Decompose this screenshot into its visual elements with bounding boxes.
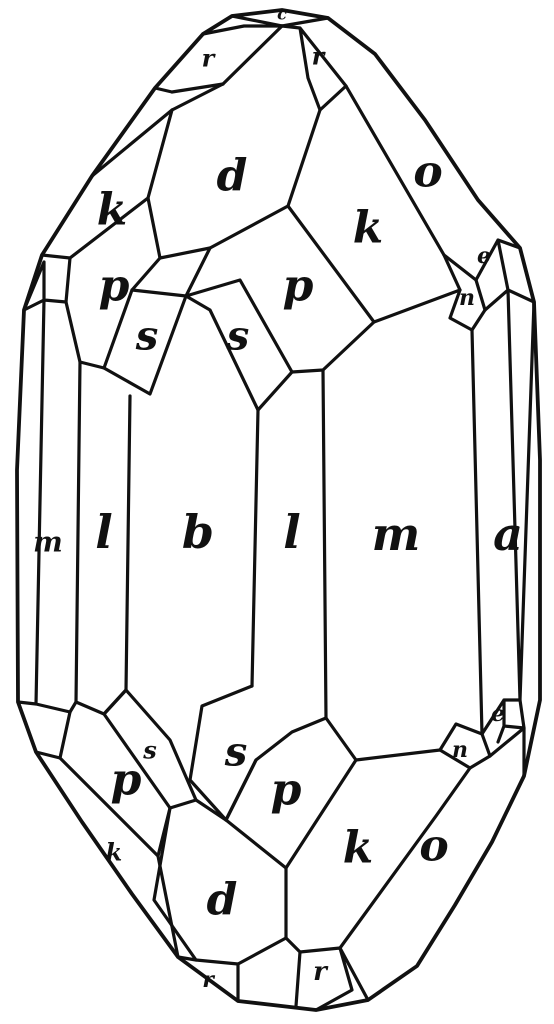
edge-k-bottom-left [34,750,180,959]
label-top-s-left: s [135,313,159,360]
label-b: b [182,505,214,559]
label-top-r-right: r [312,42,327,71]
label-top-n: n [459,285,475,311]
label-bottom-k-left: k [106,838,123,867]
label-top-o: o [413,147,442,198]
label-top-e: e [477,243,491,269]
label-l-right: l [283,505,300,559]
label-m-front: m [372,507,421,561]
label-bottom-p-left: p [111,755,142,806]
edge-r-right [280,24,348,112]
label-bottom-d: d [207,875,238,926]
label-bottom-r-right: r [313,957,329,987]
label-bottom-o: o [419,821,448,872]
label-a: a [493,507,523,561]
label-bottom-n: n [452,737,468,763]
edge-d-bottom [152,798,288,966]
crystal-edges [15,8,542,1012]
label-bottom-s-left: s [142,736,157,765]
label-bottom-e: e [491,701,505,727]
edge-p-top-right [184,246,376,374]
label-top-k-left: k [97,185,128,236]
edge-s-top-left [102,288,188,396]
label-top-d: d [217,151,248,202]
edge-s-top-right [184,294,294,412]
edge-s-bottom-center [188,684,328,822]
edge-l-center [250,408,260,688]
edge-p-top-left [64,256,162,370]
edge-m-left [16,260,72,714]
edge-p-bottom-left [58,710,172,858]
label-bottom-r-left: r [202,967,215,993]
edge-r-left-side [221,24,284,86]
label-bottom-p-right: p [271,765,302,816]
label-top-r-left: r [202,44,217,73]
edge-e-bottom [480,698,526,758]
label-bottom-k-right: k [343,823,374,874]
edge-l-left [68,360,82,714]
edge-m-center [321,368,328,720]
edge-n-top [442,253,487,332]
face-labels: c r r d k k o e n p p s s m l b l m a e … [33,5,523,994]
label-top-s-right: s [226,313,250,360]
label-m-left: m [33,526,63,559]
label-top-k-right: k [353,203,384,254]
edge-r-left [153,24,284,94]
edge-a-right [506,288,536,702]
label-top-p-left: p [99,261,130,312]
label-l-left: l [95,505,112,559]
label-bottom-s-center: s [224,729,248,776]
label-top-c: c [277,5,287,24]
label-top-p-right: p [283,261,314,312]
edge-a [470,328,484,736]
